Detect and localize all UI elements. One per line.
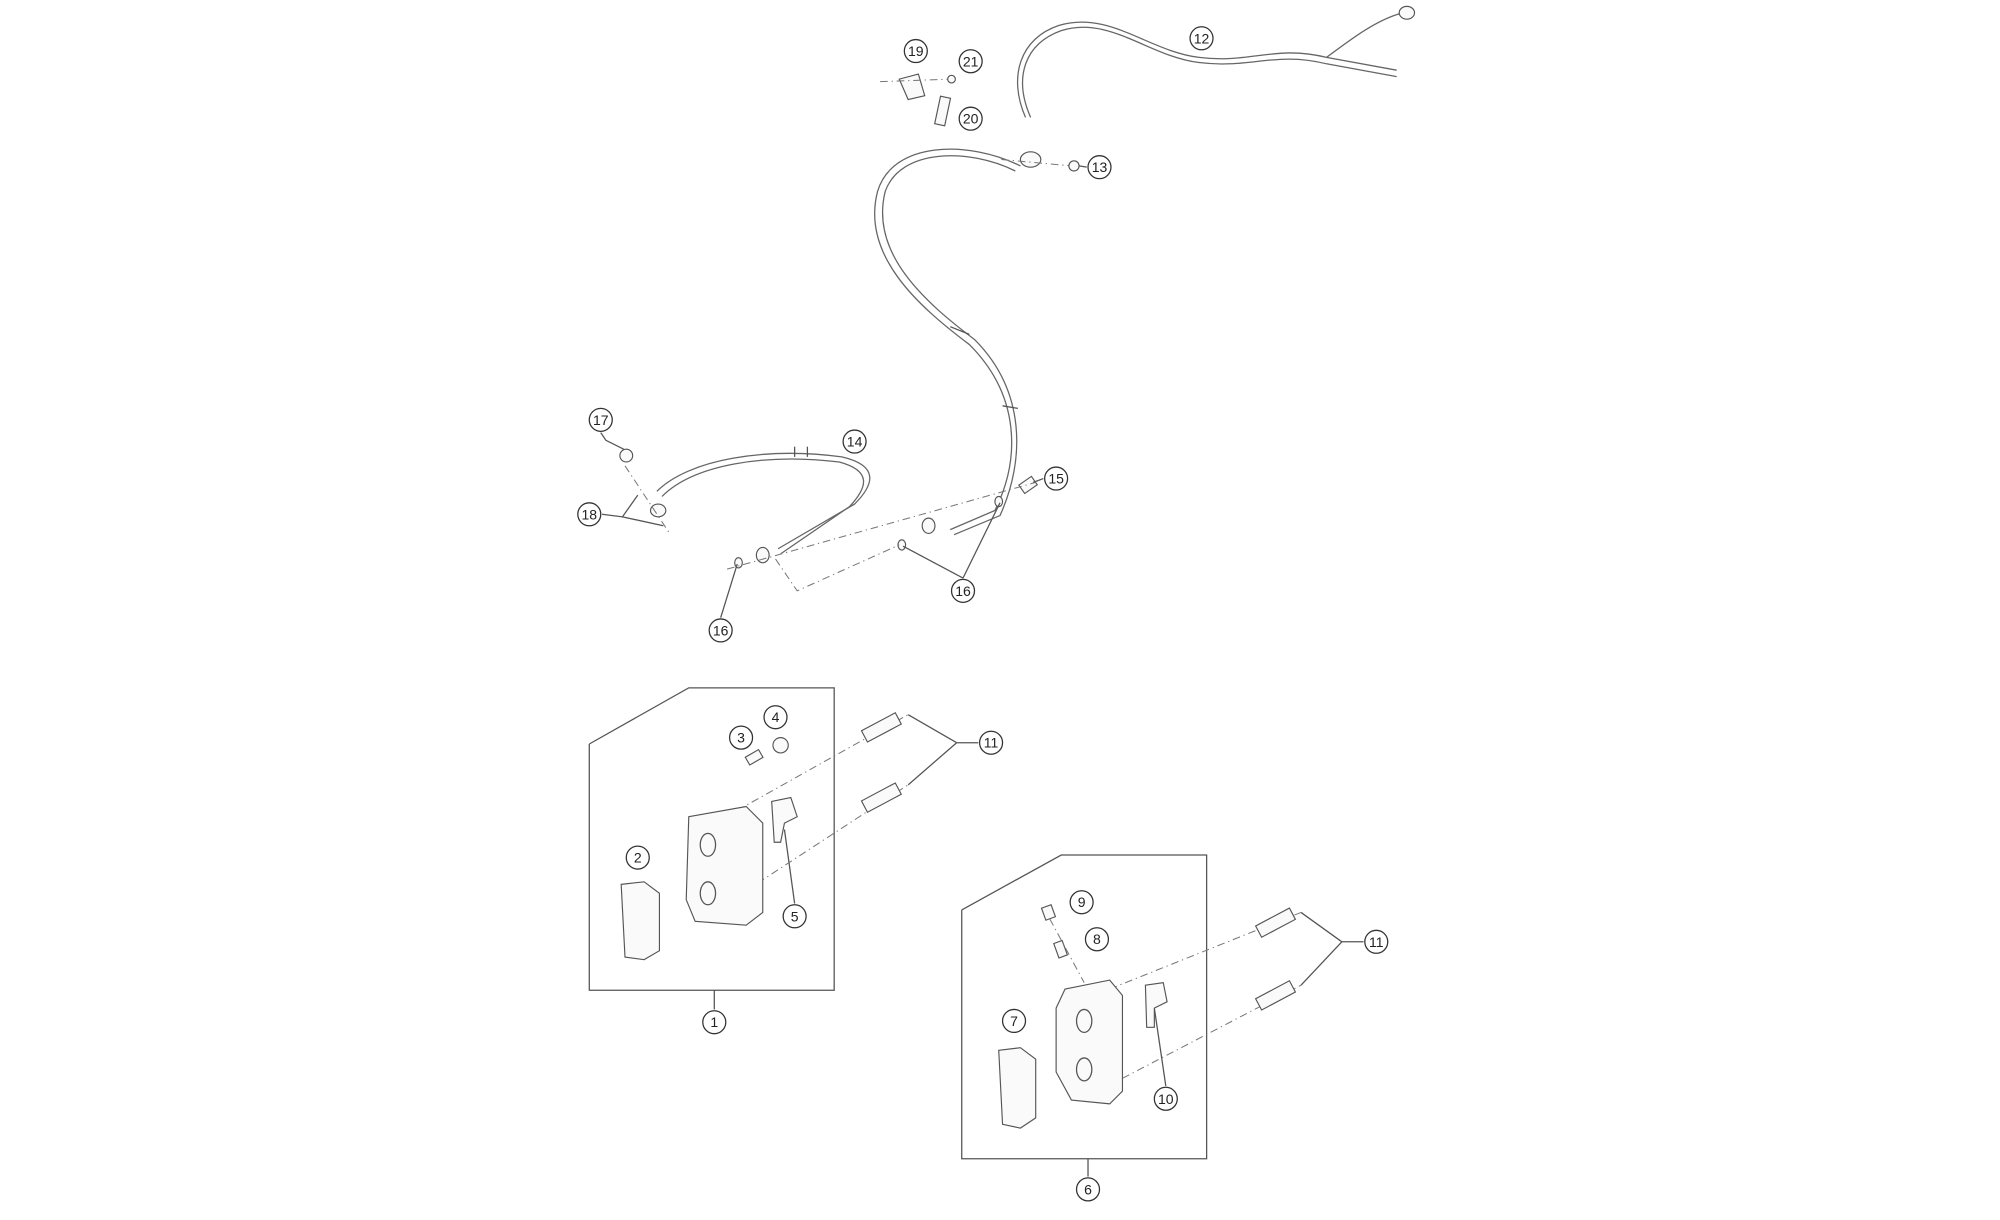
callout-6[interactable]: 6: [1075, 1177, 1101, 1202]
svg-text:10: 10: [1158, 1091, 1174, 1107]
callout-15[interactable]: 15: [1044, 466, 1069, 491]
svg-text:11: 11: [1369, 934, 1384, 950]
callout-11-upper[interactable]: 11: [978, 730, 1004, 755]
svg-text:13: 13: [1092, 159, 1108, 175]
fittings-15-16: [619, 448, 1039, 592]
callout-16-left[interactable]: 16: [708, 618, 733, 643]
callout-16-right[interactable]: 16: [950, 578, 976, 603]
brake-hose-main: [874, 148, 1021, 536]
svg-text:3: 3: [737, 730, 745, 746]
leader-lines: [600, 165, 1364, 1177]
callout-21[interactable]: 21: [958, 49, 983, 74]
callout-8[interactable]: 8: [1084, 927, 1110, 952]
callout-17[interactable]: 17: [588, 407, 613, 432]
callout-5[interactable]: 5: [782, 904, 807, 929]
callout-14[interactable]: 14: [842, 429, 867, 454]
svg-text:5: 5: [791, 908, 799, 924]
svg-text:16: 16: [955, 583, 971, 599]
callout-18[interactable]: 18: [577, 502, 602, 527]
svg-text:20: 20: [963, 111, 979, 127]
svg-text:2: 2: [634, 850, 642, 866]
svg-text:14: 14: [847, 434, 863, 450]
svg-text:15: 15: [1048, 471, 1064, 487]
callout-13[interactable]: 13: [1087, 155, 1112, 180]
svg-text:8: 8: [1093, 931, 1101, 947]
callout-1[interactable]: 1: [702, 1010, 727, 1035]
callout-11-lower[interactable]: 11: [1364, 929, 1389, 954]
callout-3[interactable]: 3: [728, 725, 754, 750]
callout-7[interactable]: 7: [1001, 1008, 1027, 1034]
svg-text:17: 17: [593, 412, 609, 428]
svg-text:11: 11: [984, 735, 999, 751]
callout-20[interactable]: 20: [958, 106, 983, 131]
svg-text:4: 4: [772, 709, 780, 725]
callout-10[interactable]: 10: [1153, 1086, 1178, 1111]
banjo-fitting-13: [1001, 151, 1080, 172]
svg-text:18: 18: [581, 506, 597, 522]
svg-text:6: 6: [1084, 1181, 1092, 1197]
callout-4[interactable]: 4: [763, 705, 788, 730]
svg-text:16: 16: [713, 622, 729, 638]
callout-2[interactable]: 2: [625, 845, 650, 870]
svg-text:7: 7: [1010, 1013, 1018, 1029]
caliper-kit-6-box: [961, 854, 1302, 1160]
svg-text:19: 19: [908, 43, 924, 59]
callout-19[interactable]: 19: [903, 38, 928, 64]
svg-text:12: 12: [1194, 30, 1210, 46]
callout-9[interactable]: 9: [1069, 890, 1094, 915]
svg-text:1: 1: [710, 1014, 718, 1030]
brake-hose-14: [656, 446, 871, 555]
caliper-kit-1-box: [588, 687, 909, 991]
brake-hose-12: [1017, 5, 1416, 118]
bracket-19-20-21: [880, 73, 956, 127]
callout-12[interactable]: 12: [1189, 26, 1214, 51]
svg-text:9: 9: [1078, 894, 1086, 910]
svg-text:21: 21: [963, 53, 979, 69]
